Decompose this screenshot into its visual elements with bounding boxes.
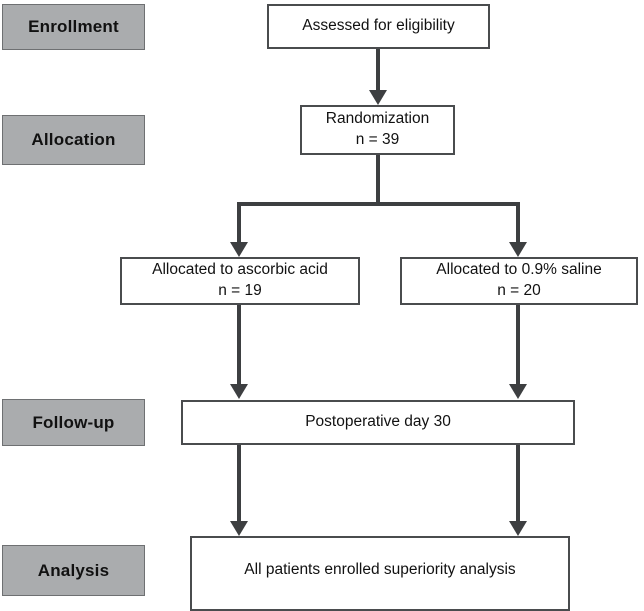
connector-alloc-right-to-followup	[516, 305, 520, 387]
stage-label-enrollment-text: Enrollment	[28, 17, 119, 36]
connector-split-to-alloc-right	[516, 202, 520, 245]
stage-label-followup: Follow-up	[2, 399, 145, 446]
node-randomization-line1: Randomization	[325, 110, 430, 128]
stage-label-allocation: Allocation	[2, 115, 145, 165]
node-analysis-population: All patients enrolled superiority analys…	[190, 536, 570, 611]
stage-label-enrollment: Enrollment	[2, 4, 145, 50]
node-assessed-for-eligibility: Assessed for eligibility	[267, 4, 490, 49]
node-allocated-saline: Allocated to 0.9% saline n = 20	[400, 257, 638, 305]
arrowhead-followup-to-analysis-right	[509, 521, 527, 536]
arrowhead-split-to-alloc-right	[509, 242, 527, 257]
node-allocated-ascorbic-acid: Allocated to ascorbic acid n = 19	[120, 257, 360, 305]
node-alloc-left-line1: Allocated to ascorbic acid	[152, 261, 328, 279]
connector-followup-to-analysis-right	[516, 445, 520, 523]
stage-label-allocation-text: Allocation	[31, 130, 116, 149]
node-postoperative-day-30: Postoperative day 30	[181, 400, 575, 445]
stage-label-analysis: Analysis	[2, 545, 145, 596]
node-assessed-line1: Assessed for eligibility	[302, 17, 455, 35]
node-randomization: Randomization n = 39	[300, 105, 455, 155]
node-alloc-right-count: n = 20	[497, 282, 541, 299]
node-randomization-count: n = 39	[355, 131, 400, 148]
node-followup-line1: Postoperative day 30	[305, 413, 451, 431]
stage-label-followup-text: Follow-up	[32, 412, 115, 432]
connector-randomization-stem	[376, 155, 380, 206]
arrowhead-assessed-to-randomization	[369, 90, 387, 105]
stage-label-analysis-text: Analysis	[37, 560, 110, 580]
arrowhead-split-to-alloc-left	[230, 242, 248, 257]
node-alloc-right-line1: Allocated to 0.9% saline	[436, 261, 602, 279]
connector-alloc-left-to-followup	[237, 305, 241, 387]
connector-followup-to-analysis-left	[237, 445, 241, 523]
connector-split-to-alloc-left	[237, 202, 241, 245]
connector-allocation-split-bar	[237, 202, 520, 206]
connector-assessed-to-randomization	[376, 49, 380, 92]
arrowhead-followup-to-analysis-left	[230, 521, 248, 536]
node-analysis-line1: All patients enrolled superiority analys…	[244, 561, 516, 578]
arrowhead-alloc-right-to-followup	[509, 384, 527, 399]
arrowhead-alloc-left-to-followup	[230, 384, 248, 399]
node-alloc-left-count: n = 19	[218, 282, 262, 299]
